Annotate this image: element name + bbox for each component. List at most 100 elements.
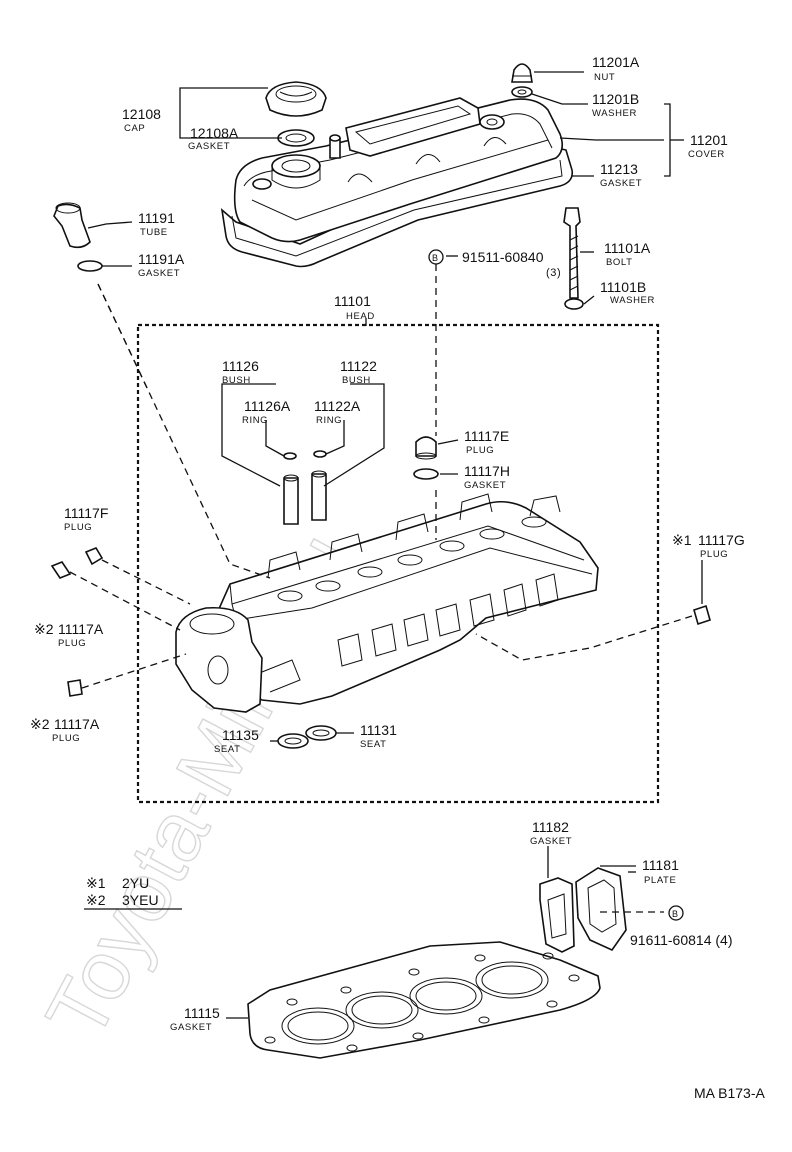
svg-text:3YEU: 3YEU [122,892,159,908]
plug-gasket-shape [413,468,439,480]
svg-text:PLUG: PLUG [58,638,86,649]
head-assembly-box [136,323,660,804]
svg-text:12108: 12108 [122,106,161,122]
svg-text:11201A: 11201A [592,54,640,70]
svg-text:RING: RING [242,415,268,426]
label-11201B: 11201B WASHER [592,91,639,119]
svg-text:11122: 11122 [340,358,377,374]
valve-cover-shape [233,98,564,243]
svg-text:※2: ※2 [34,621,54,637]
ring-shape-2 [313,450,327,458]
svg-text:11115: 11115 [184,1005,220,1021]
svg-text:12108A: 12108A [190,125,239,141]
svg-text:11126A: 11126A [244,398,291,414]
svg-text:SEAT: SEAT [360,739,387,750]
plug-e-shape [415,436,437,457]
model-legend: ※1 2YU ※2 3YEU [84,875,182,910]
svg-text:PLUG: PLUG [466,445,494,456]
svg-text:11191: 11191 [138,210,175,226]
plate-shape [575,867,627,952]
svg-text:11191A: 11191A [138,251,185,267]
head-gasket-shape [247,941,601,1059]
label-11201A: 11201A NUT [592,54,640,83]
label-11117A-lower: ※2 11117A PLUG [30,716,100,744]
svg-text:CAP: CAP [124,123,145,134]
svg-text:11122A: 11122A [314,398,361,414]
tube-shape [53,203,91,249]
svg-text:TUBE: TUBE [140,227,168,238]
label-11213: 11213 GASKET [600,161,642,189]
label-11181: 11181 PLATE [642,857,679,886]
svg-text:11182: 11182 [532,819,569,835]
label-11117F: 11117F PLUG [64,505,108,533]
svg-text:※2: ※2 [86,892,106,908]
label-11201: 11201 COVER [688,132,728,160]
svg-text:HEAD: HEAD [346,311,375,322]
ring-shape [283,452,297,460]
label-91611: B 91611-60814 (4) [630,905,732,948]
svg-text:11101A: 11101A [604,240,651,256]
svg-text:GASKET: GASKET [170,1022,212,1033]
label-11131: 11131 SEAT [360,722,397,750]
svg-text:11117G: 11117G [698,532,745,548]
seat-shape-2 [305,725,337,741]
label-11126A: 11126A RING [242,398,291,426]
label-11101A: 11101A BOLT [604,240,651,268]
head-bolt-shape [563,207,581,299]
svg-text:SEAT: SEAT [214,744,241,755]
plug-g-shape [693,604,711,626]
svg-text:※1: ※1 [672,532,692,548]
svg-text:11201B: 11201B [592,91,639,107]
svg-text:11126: 11126 [222,358,259,374]
svg-text:GASKET: GASKET [530,836,572,847]
bush-shape [283,477,299,525]
svg-text:BUSH: BUSH [222,375,251,386]
svg-text:WASHER: WASHER [592,108,637,119]
cap-gasket-shape [277,129,315,147]
svg-text:GASKET: GASKET [600,178,642,189]
svg-text:RING: RING [316,415,342,426]
head-front-housing-shape [175,606,263,713]
label-11191: 11191 TUBE [138,210,175,238]
plug-a-shape [50,561,72,579]
plate-gasket-shape [539,877,575,953]
svg-text:PLUG: PLUG [700,549,728,560]
svg-text:11117H: 11117H [464,463,510,479]
label-11135: 11135 SEAT [214,727,259,755]
svg-text:PLATE: PLATE [644,875,676,886]
svg-text:WASHER: WASHER [610,295,655,306]
label-12108: 12108 CAP [122,106,161,134]
label-11122: 11122 BUSH [340,358,377,386]
svg-text:11117E: 11117E [464,428,509,444]
svg-text:NUT: NUT [594,72,615,83]
bolt-b-icon: B [432,253,438,263]
svg-text:11135: 11135 [222,727,259,743]
figure-code: MA B173-A [694,1085,765,1101]
label-11117A-upper: ※2 11117A PLUG [34,621,104,649]
svg-text:COVER: COVER [688,149,725,160]
svg-text:11201: 11201 [690,132,728,148]
label-11101B: 11101B WASHER [600,279,655,306]
label-11115: 11115 GASKET [170,1005,220,1033]
seat-shape [277,733,309,749]
svg-text:(3): (3) [546,267,561,279]
svg-text:11213: 11213 [600,161,638,177]
label-91511: B 91511-60840 (3) [428,249,561,279]
svg-text:※2: ※2 [30,716,50,732]
plug-a-shape-2 [67,679,83,697]
svg-text:GASKET: GASKET [464,480,506,491]
svg-text:11131: 11131 [360,722,397,738]
svg-text:PLUG: PLUG [64,522,92,533]
svg-text:BUSH: BUSH [342,375,371,386]
svg-text:BOLT: BOLT [606,257,633,268]
svg-text:91511-60840: 91511-60840 [462,249,544,265]
bush-shape-2 [311,473,327,521]
label-12108A: 12108A GASKET [188,125,239,152]
cylinder-head-shape [213,500,599,705]
washer-shape [511,86,533,98]
svg-text:※1: ※1 [86,875,106,891]
svg-text:11101B: 11101B [600,279,646,295]
label-11101: 11101 HEAD [334,293,375,322]
label-11126: 11126 BUSH [222,358,259,386]
